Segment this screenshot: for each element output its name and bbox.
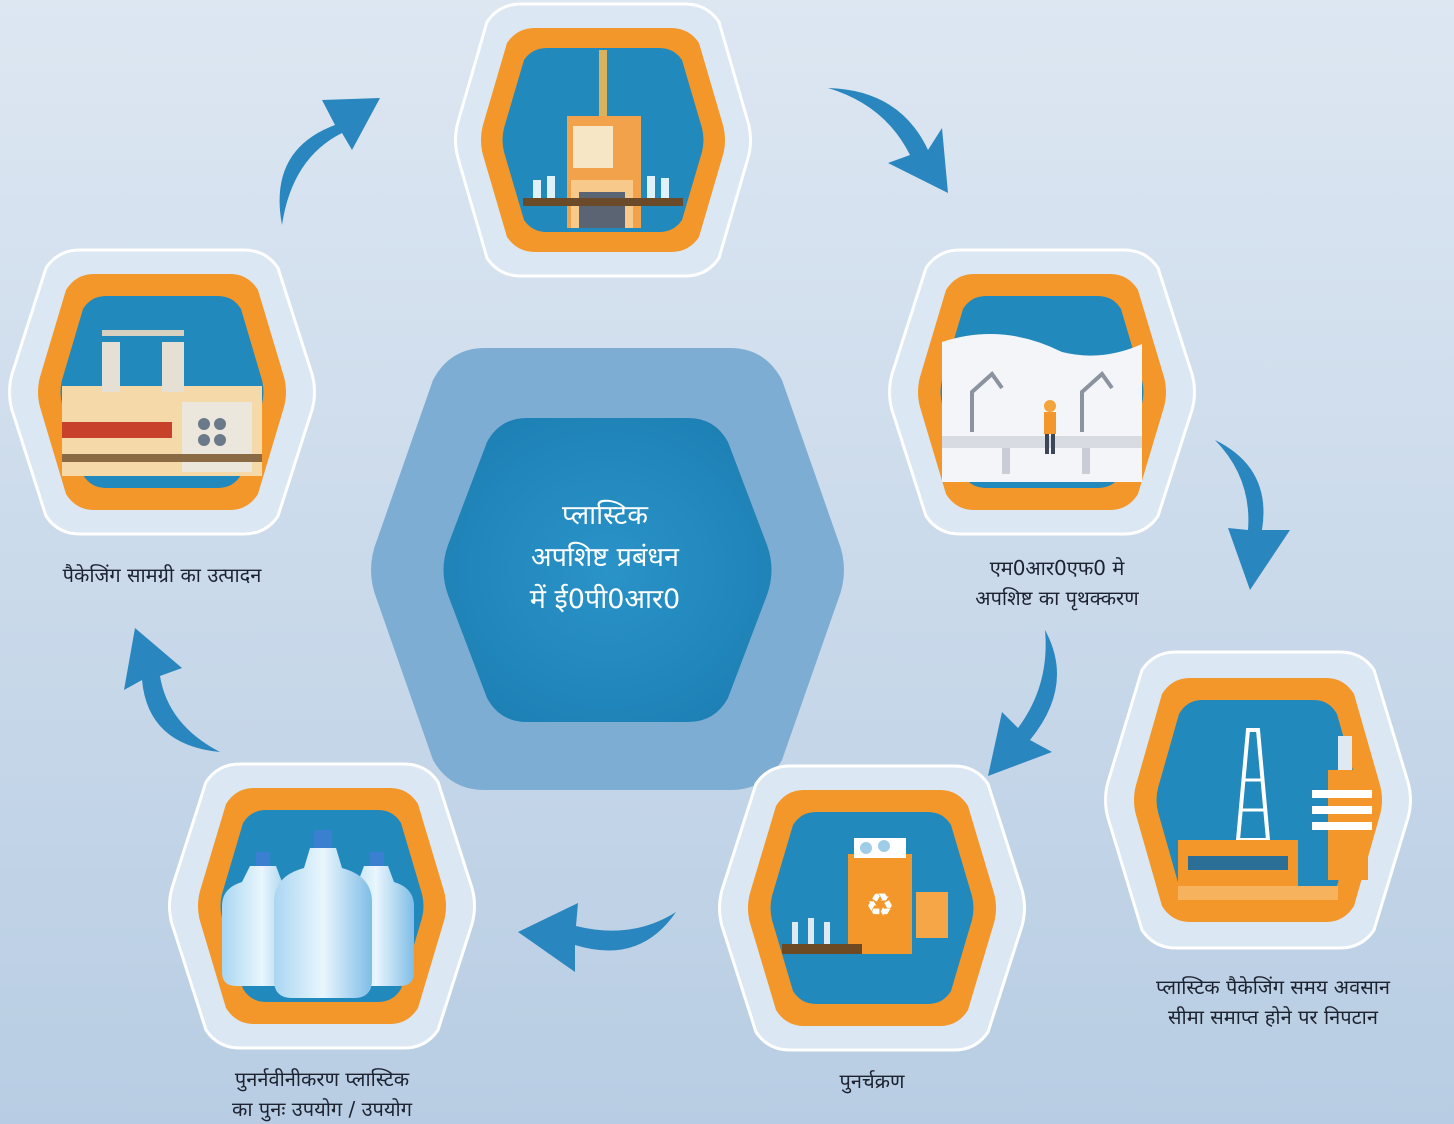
label-packaging: पैकेजिंग सामग्री का उत्पादन xyxy=(22,560,302,590)
label-reuse: पुनर्नवीनीकरण प्लास्टिक का पुनः उपयोग / … xyxy=(182,1064,462,1124)
svg-text:♻: ♻ xyxy=(866,886,895,924)
center-title-line-2: अपशिष्ट प्रबंधन xyxy=(530,542,680,573)
power-plant-icon xyxy=(1178,728,1372,900)
arrow-mrf-to-disposal xyxy=(1215,440,1290,590)
label-mrf-line-2: अपशिष्ट का पृथक्करण xyxy=(975,586,1139,610)
center-title-line-1: प्लास्टिक xyxy=(562,500,648,531)
stage-recycling: ♻ xyxy=(718,764,1026,1052)
conveyor-robot-arms-icon xyxy=(942,334,1142,482)
label-recycling: पुनर्चक्रण xyxy=(772,1066,972,1096)
center-hexagon xyxy=(371,348,844,790)
label-disposal-line-2: सीमा समाप्त होने पर निपटान xyxy=(1168,1005,1378,1029)
stage-disposal xyxy=(1104,650,1412,950)
recycle-bin-icon: ♻ xyxy=(782,838,948,954)
arrow-reuse-to-packaging xyxy=(124,628,220,752)
cycle-arrows xyxy=(124,88,1290,972)
label-mrf: एम0आर0एफ0 मे अपशिष्ट का पृथक्करण xyxy=(912,553,1202,613)
stage-mrf xyxy=(888,248,1196,536)
label-disposal: प्लास्टिक पैकेजिंग समय अवसान सीमा समाप्त… xyxy=(1108,972,1438,1032)
label-mrf-line-1: एम0आर0एफ0 मे xyxy=(989,556,1125,580)
stage-reuse xyxy=(168,762,476,1050)
stage-bottling xyxy=(454,2,752,278)
label-packaging-line-1: पैकेजिंग सामग्री का उत्पादन xyxy=(62,563,262,587)
center-title-line-3: में ई0पी0आर0 xyxy=(529,584,681,615)
water-jug-icon xyxy=(222,830,414,998)
label-recycling-line-1: पुनर्चक्रण xyxy=(839,1069,905,1093)
factory-line-icon xyxy=(62,330,262,476)
label-reuse-line-1: पुनर्नवीनीकरण प्लास्टिक xyxy=(234,1067,410,1091)
stage-packaging xyxy=(8,248,316,536)
arrow-recycling-to-reuse xyxy=(518,903,676,972)
arrow-packaging-to-bottling xyxy=(279,98,380,225)
label-disposal-line-1: प्लास्टिक पैकेजिंग समय अवसान xyxy=(1155,975,1390,999)
arrow-mrf-to-recycling xyxy=(988,630,1057,776)
label-reuse-line-2: का पुनः उपयोग / उपयोग xyxy=(232,1097,412,1121)
bottling-machine-icon xyxy=(523,50,683,228)
arrow-bottling-to-mrf xyxy=(828,88,948,193)
center-title: प्लास्टिक अपशिष्ट प्रबंधन में ई0पी0आर0 xyxy=(440,495,770,621)
